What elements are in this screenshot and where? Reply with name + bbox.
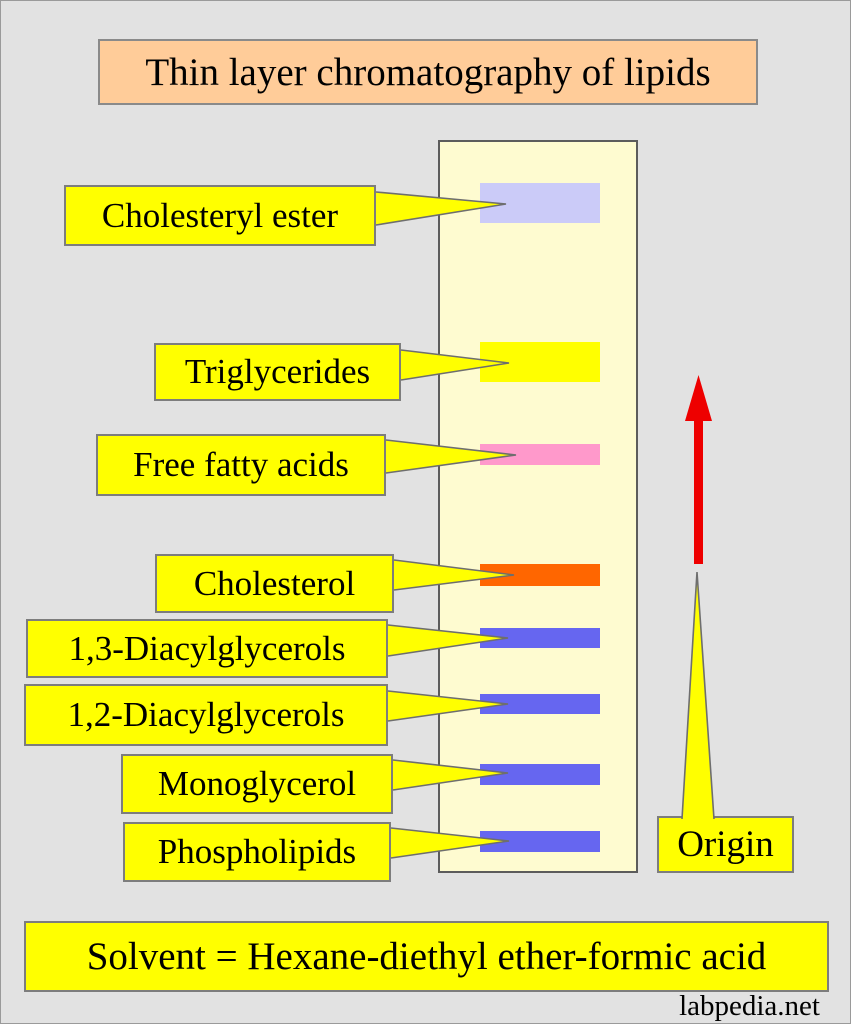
- label-cholesterol: Cholesterol: [155, 554, 394, 613]
- label-text: Triglycerides: [184, 352, 371, 391]
- band-free-fatty-acids: [480, 444, 600, 465]
- watermark-text: labpedia.net: [679, 990, 820, 1022]
- label-text: 1,3-Diacylglycerols: [68, 628, 346, 668]
- tlc-plate: [438, 140, 638, 873]
- up-arrow-icon: [685, 375, 712, 564]
- label-text: Cholesteryl ester: [101, 195, 339, 235]
- label-text: 1,2-Diacylglycerols: [67, 695, 345, 734]
- label-1-2-diacylglycerols: 1,2-Diacylglycerols: [24, 684, 388, 746]
- solvent-text: Solvent = Hexane-diethyl ether-formic ac…: [86, 935, 767, 978]
- band-1-2-diacylglycerols: [480, 694, 600, 714]
- label-cholesteryl-ester: Cholesteryl ester: [64, 185, 376, 246]
- label-text: Monoglycerol: [157, 764, 357, 803]
- label-text: Cholesterol: [193, 563, 356, 603]
- label-phospholipids: Phospholipids: [123, 822, 391, 882]
- band-cholesterol: [480, 564, 600, 586]
- origin-callout: Origin: [657, 816, 794, 873]
- origin-pointer: [681, 571, 715, 820]
- label-text: Free fatty acids: [133, 445, 349, 484]
- label-1-3-diacylglycerols: 1,3-Diacylglycerols: [26, 619, 388, 678]
- label-triglycerides: Triglycerides: [154, 343, 401, 401]
- origin-text: Origin: [677, 824, 774, 865]
- label-free-fatty-acids: Free fatty acids: [96, 434, 386, 496]
- title-banner: Thin layer chromatography of lipids: [98, 39, 758, 105]
- band-phospholipids: [480, 831, 600, 852]
- title-text: Thin layer chromatography of lipids: [145, 50, 711, 94]
- band-triglycerides: [480, 342, 600, 382]
- band-1-3-diacylglycerols: [480, 628, 600, 648]
- solvent-banner: Solvent = Hexane-diethyl ether-formic ac…: [24, 921, 829, 992]
- band-monoglycerol: [480, 764, 600, 785]
- band-cholesteryl-ester: [480, 183, 600, 223]
- label-monoglycerol: Monoglycerol: [121, 754, 393, 814]
- label-text: Phospholipids: [157, 832, 357, 871]
